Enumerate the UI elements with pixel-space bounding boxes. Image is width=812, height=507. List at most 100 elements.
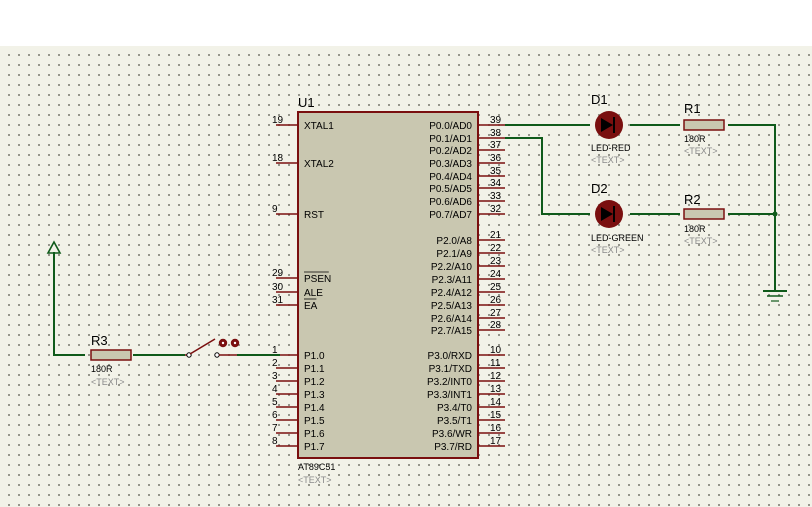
pin-label: P1.1 — [304, 364, 325, 375]
pin-label: P0.4/AD4 — [429, 172, 472, 183]
pin-label: P2.1/A9 — [436, 249, 472, 260]
pin-number: 39 — [490, 115, 502, 126]
pin-label: XTAL2 — [304, 159, 334, 170]
pin-number: 5 — [272, 397, 278, 408]
pin-number: 28 — [490, 320, 502, 331]
pin-label: P2.3/A11 — [432, 275, 473, 286]
pin-number: 16 — [490, 423, 502, 434]
pin-label: P0.5/AD5 — [429, 184, 472, 195]
r2-body[interactable] — [683, 208, 725, 220]
resistor-r1[interactable]: R1 180R <TEXT> — [683, 101, 725, 156]
pin-label: P0.3/AD3 — [429, 159, 472, 170]
pin-label: P3.0/RXD — [428, 351, 472, 362]
left-pin[interactable]: 8P1.7 — [272, 436, 325, 453]
pin-number: 22 — [490, 243, 502, 254]
pin-label: EA — [304, 301, 318, 312]
r2-text-placeholder: <TEXT> — [684, 236, 718, 246]
pin-number: 26 — [490, 295, 502, 306]
pin-number: 9 — [272, 204, 278, 215]
r3-text-placeholder: <TEXT> — [91, 377, 125, 387]
led-d2[interactable]: D2 LED-GREEN <TEXT> — [591, 181, 644, 255]
pin-label: ALE — [304, 288, 323, 299]
d1-value-label: LED-RED — [591, 143, 631, 153]
r1-body[interactable] — [683, 119, 725, 131]
pin-number: 15 — [490, 410, 502, 421]
r3-ref-label: R3 — [91, 333, 108, 348]
pin-number: 36 — [490, 153, 502, 164]
switch-lever[interactable] — [189, 338, 216, 355]
pin-number: 37 — [490, 140, 502, 151]
ground-icon[interactable] — [763, 290, 787, 302]
pin-number: 18 — [272, 153, 284, 164]
pin-label: P1.5 — [304, 416, 325, 427]
pin-label: P0.0/AD0 — [429, 121, 472, 132]
wire-p01-d2[interactable] — [505, 137, 590, 215]
pin-number: 25 — [490, 282, 502, 293]
wire-r1-ground[interactable] — [728, 124, 776, 290]
wire-junction — [772, 211, 778, 217]
chip-body[interactable] — [297, 111, 479, 459]
pin-label: P2.4/A12 — [431, 288, 473, 299]
power-terminal-icon[interactable] — [46, 240, 62, 254]
d1-ref-label: D1 — [591, 92, 608, 107]
pin-number: 14 — [490, 397, 502, 408]
resistor-r3[interactable]: R3 180R <TEXT> — [90, 333, 132, 387]
microcontroller-u1[interactable]: U1 AT89C51 <TEXT> 19XTAL118XTAL29RST29PS… — [272, 95, 505, 485]
d2-text-placeholder: <TEXT> — [591, 245, 625, 255]
left-pin[interactable]: 5P1.4 — [272, 397, 325, 414]
r1-ref-label: R1 — [684, 101, 701, 116]
d2-value-label: LED-GREEN — [591, 233, 644, 243]
r2-value-label: 180R — [684, 224, 706, 234]
left-pin[interactable]: 4P1.3 — [272, 384, 325, 401]
led-d1[interactable]: D1 LED-RED <TEXT> — [591, 92, 631, 165]
chip-ref-label: U1 — [298, 95, 315, 110]
left-pin[interactable]: 2P1.1 — [272, 358, 325, 375]
pin-label: P3.6/WR — [432, 429, 472, 440]
r3-body[interactable] — [90, 349, 132, 361]
left-pin[interactable]: 6P1.5 — [272, 410, 325, 427]
resistor-r2[interactable]: R2 180R <TEXT> — [683, 192, 725, 246]
pin-number: 1 — [272, 345, 278, 356]
left-pin[interactable]: 7P1.6 — [272, 423, 325, 440]
push-switch[interactable] — [185, 338, 240, 358]
wires — [53, 124, 778, 356]
wire-power-r3[interactable] — [53, 252, 85, 356]
left-pin[interactable]: 3P1.2 — [272, 371, 325, 388]
d2-ref-label: D2 — [591, 181, 608, 196]
pin-number: 31 — [272, 295, 284, 306]
r3-value-label: 180R — [91, 364, 113, 374]
pin-label: P1.2 — [304, 377, 325, 388]
pin-label: P2.2/A10 — [431, 262, 473, 273]
pin-number: 38 — [490, 128, 502, 139]
